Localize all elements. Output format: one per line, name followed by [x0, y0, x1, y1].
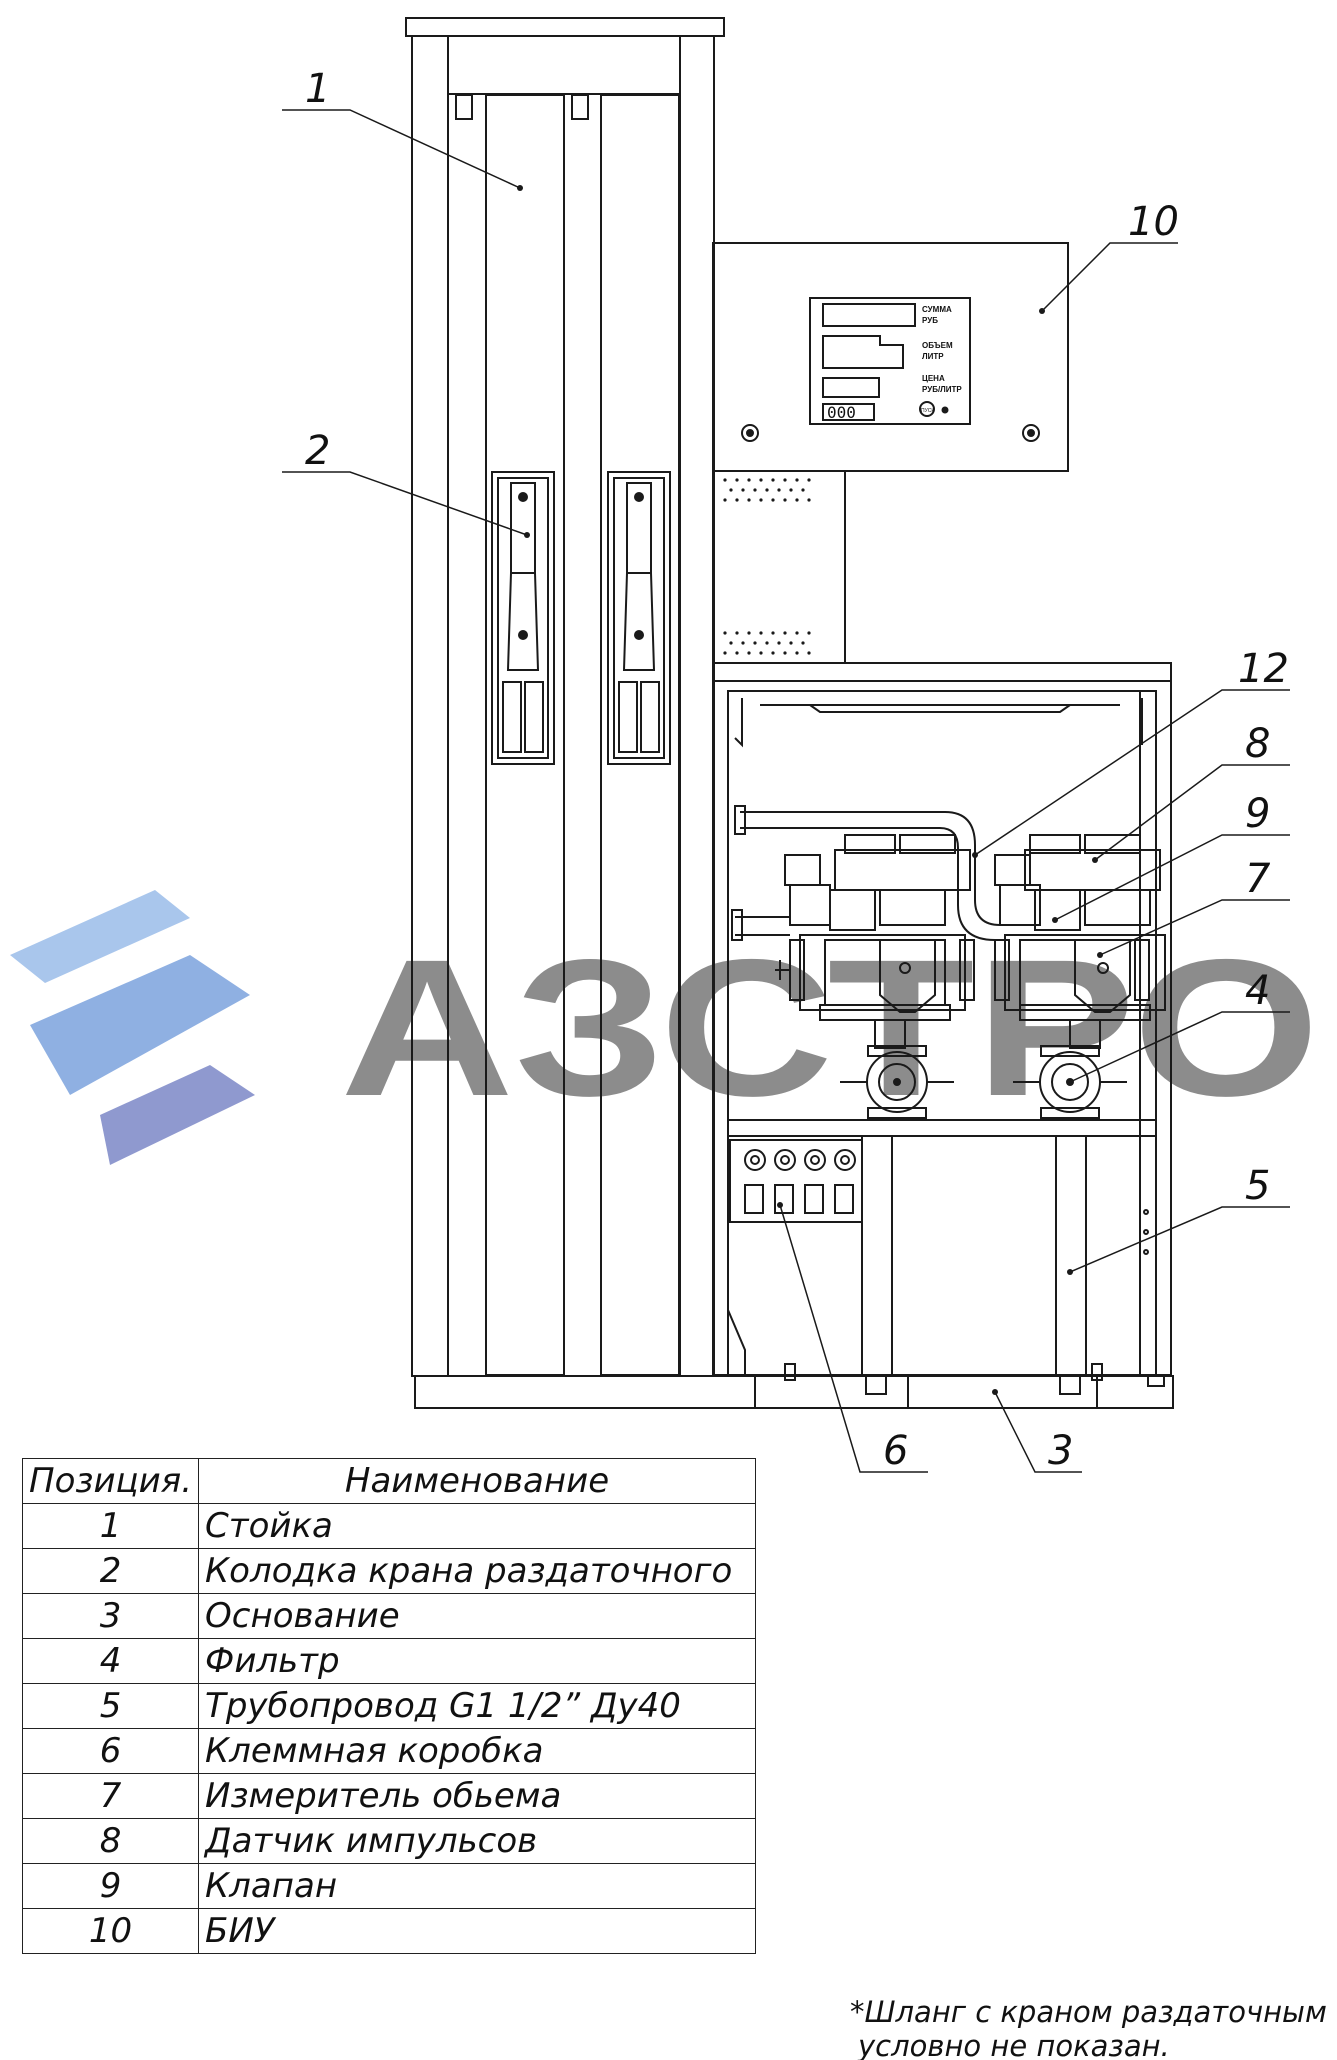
legend-name: Клапан [198, 1863, 756, 1909]
footnote-line-2: условно не показан. [858, 2029, 1170, 2060]
callout-2: 2 [305, 428, 330, 474]
legend-name: Стойка [198, 1503, 756, 1549]
leader-lines [282, 109, 1290, 1473]
legend-pos: 6 [21, 1728, 200, 1774]
display-labels: СУММА РУБ ОБЪЕМ ЛИТР ЦЕНА РУБ/ЛИТР 000 П… [827, 305, 962, 422]
footnote-line-1: *Шланг с краном раздаточным [850, 1995, 1327, 2029]
meter-assembly-left [775, 834, 975, 1049]
footnote: *Шланг с краном раздаточным условно не п… [850, 1995, 1327, 2060]
legend-header-row: Позиция. Наименование [21, 1458, 756, 1504]
biu-electronic-head [712, 242, 1069, 472]
legend-name: Датчик импульсов [198, 1818, 756, 1864]
terminal-box [729, 1139, 863, 1223]
legend-header-position: Позиция. [21, 1458, 200, 1504]
leader-6 [779, 1204, 928, 1473]
leader-1 [282, 109, 521, 189]
column-stand [405, 17, 725, 1377]
logo-stripe-3 [100, 1065, 255, 1165]
leader-dots [517, 185, 1103, 1395]
logo-stripe-1 [10, 890, 190, 983]
legend-pos: 7 [21, 1773, 200, 1819]
legend-pos: 3 [21, 1593, 200, 1639]
logo-stripe-2 [30, 955, 250, 1095]
callout-7: 7 [1245, 856, 1271, 902]
legend-name: Трубопровод G1 1/2” Ду40 [198, 1683, 756, 1729]
legend-name: Основание [198, 1593, 756, 1639]
legend-pos: 5 [21, 1683, 200, 1729]
counter-digits: 000 [827, 403, 856, 422]
sum-unit: РУБ [922, 316, 938, 325]
legend-pos: 8 [21, 1818, 200, 1864]
callout-10: 10 [1128, 199, 1179, 245]
leader-4 [1069, 1011, 1290, 1083]
nozzle-holster-left [491, 471, 555, 765]
nozzle-holster-right [607, 471, 671, 765]
volume-unit: ЛИТР [922, 352, 944, 361]
legend-name: Клеммная коробка [198, 1728, 756, 1774]
price-label: ЦЕНА [922, 374, 945, 383]
callout-5: 5 [1245, 1163, 1270, 1209]
base [414, 1363, 1174, 1409]
callout-8: 8 [1245, 721, 1270, 767]
callout-1: 1 [305, 66, 330, 112]
leader-10 [1041, 242, 1178, 312]
filter-left [840, 1045, 954, 1119]
legend-pos: 10 [21, 1908, 200, 1954]
price-unit: РУБ/ЛИТР [922, 385, 962, 394]
leader-7 [1099, 899, 1290, 956]
leader-9 [1054, 834, 1290, 921]
legend-header-name: Наименование [198, 1458, 756, 1504]
callout-4: 4 [1245, 968, 1270, 1014]
legend-name: БИУ [198, 1908, 756, 1954]
leader-12 [974, 689, 1290, 856]
callout-9: 9 [1245, 791, 1270, 837]
leader-3 [994, 1391, 1082, 1473]
callout-numbers: 1 2 10 12 8 9 7 4 5 6 3 [305, 66, 1289, 1474]
filter-right [1013, 1045, 1127, 1119]
legend-pos: 1 [21, 1503, 200, 1549]
start-button-label: ПУСК [921, 408, 934, 414]
volume-label: ОБЪЕМ [922, 341, 953, 350]
legend-pos: 9 [21, 1863, 200, 1909]
pipeline [731, 805, 1010, 941]
callout-6: 6 [883, 1428, 908, 1474]
display-panel [809, 297, 971, 425]
legend-pos: 4 [21, 1638, 200, 1684]
legend-name: Фильтр [198, 1638, 756, 1684]
legend-name: Колодка крана раздаточного [198, 1548, 756, 1594]
leader-2 [282, 471, 528, 536]
callout-12: 12 [1238, 646, 1289, 692]
leader-8 [1094, 764, 1290, 861]
leader-5 [1069, 1206, 1290, 1273]
watermark-logo: АЗСТРО [10, 890, 1320, 1165]
sum-label: СУММА [922, 305, 952, 314]
callout-3: 3 [1048, 1428, 1073, 1474]
legend-name: Измеритель обьема [198, 1773, 756, 1819]
ventilation-neck [712, 470, 846, 664]
legend-pos: 2 [21, 1548, 200, 1594]
meter-assembly-right [994, 834, 1166, 1049]
